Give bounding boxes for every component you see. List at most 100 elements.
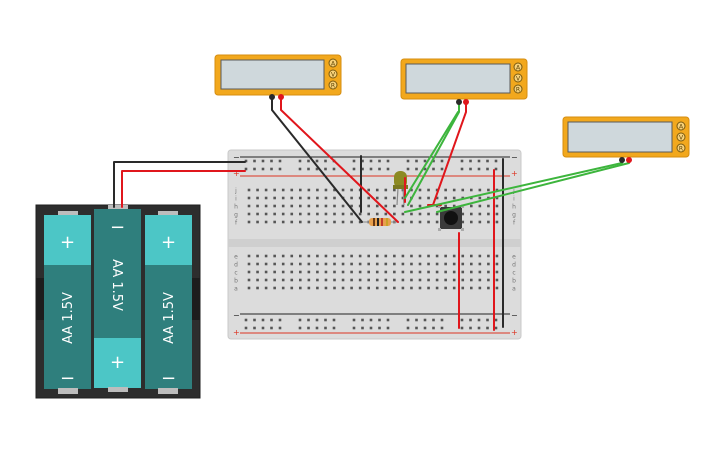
breadboard-hole[interactable] [410, 212, 413, 216]
breadboard-hole[interactable] [427, 262, 430, 266]
breadboard-hole[interactable] [247, 212, 251, 216]
breadboard-hole[interactable] [333, 270, 336, 274]
multimeter-3-plus-port[interactable] [626, 157, 632, 163]
breadboard-hole[interactable] [378, 159, 381, 163]
breadboard-hole[interactable] [324, 188, 328, 192]
breadboard-hole[interactable] [432, 318, 435, 322]
breadboard-hole[interactable] [264, 278, 268, 282]
breadboard-hole[interactable] [495, 278, 499, 282]
breadboard-hole[interactable] [307, 254, 311, 258]
breadboard-hole[interactable] [324, 318, 327, 322]
breadboard-hole[interactable] [358, 278, 362, 282]
breadboard-hole[interactable] [478, 196, 482, 200]
breadboard-hole[interactable] [418, 204, 422, 208]
multimeter-3-com-port[interactable] [619, 157, 625, 163]
breadboard-hole[interactable] [350, 212, 353, 216]
pushbutton[interactable] [438, 205, 464, 231]
breadboard-hole[interactable] [495, 254, 499, 258]
breadboard-hole[interactable] [352, 159, 356, 163]
multimeter-1-com-port[interactable] [269, 94, 275, 100]
breadboard-hole[interactable] [333, 220, 336, 224]
breadboard-hole[interactable] [299, 278, 302, 282]
breadboard-hole[interactable] [350, 278, 353, 282]
breadboard-hole[interactable] [270, 326, 273, 330]
breadboard-hole[interactable] [333, 212, 336, 216]
breadboard-hole[interactable] [461, 286, 465, 290]
breadboard-hole[interactable] [256, 212, 259, 216]
breadboard-hole[interactable] [478, 254, 482, 258]
breadboard-hole[interactable] [358, 262, 362, 266]
breadboard-hole[interactable] [386, 318, 390, 322]
breadboard-hole[interactable] [278, 167, 282, 171]
breadboard-hole[interactable] [418, 212, 422, 216]
multimeter-2[interactable]: A V R [400, 58, 528, 105]
breadboard-hole[interactable] [316, 286, 319, 290]
breadboard-hole[interactable] [384, 196, 388, 200]
breadboard-hole[interactable] [440, 159, 444, 163]
breadboard-hole[interactable] [427, 188, 430, 192]
breadboard-hole[interactable] [435, 254, 439, 258]
breadboard-hole[interactable] [290, 270, 294, 274]
breadboard-hole[interactable] [478, 220, 482, 224]
breadboard-hole[interactable] [427, 278, 430, 282]
breadboard-hole[interactable] [452, 270, 456, 274]
breadboard-hole[interactable] [247, 278, 251, 282]
breadboard-hole[interactable] [324, 254, 328, 258]
breadboard-hole[interactable] [487, 254, 490, 258]
breadboard-hole[interactable] [410, 278, 413, 282]
breadboard-hole[interactable] [333, 278, 336, 282]
breadboard-hole[interactable] [410, 254, 413, 258]
breadboard-hole[interactable] [256, 286, 259, 290]
breadboard-hole[interactable] [307, 318, 310, 322]
breadboard-hole[interactable] [333, 204, 336, 208]
breadboard-hole[interactable] [470, 220, 473, 224]
breadboard-hole[interactable] [470, 270, 473, 274]
breadboard-hole[interactable] [435, 262, 439, 266]
breadboard-hole[interactable] [332, 167, 336, 171]
breadboard-hole[interactable] [384, 212, 388, 216]
breadboard-hole[interactable] [358, 212, 362, 216]
breadboard-hole[interactable] [495, 212, 499, 216]
breadboard-hole[interactable] [247, 254, 251, 258]
breadboard-hole[interactable] [350, 254, 353, 258]
breadboard-hole[interactable] [273, 204, 276, 208]
breadboard-hole[interactable] [253, 159, 256, 163]
breadboard-hole[interactable] [386, 326, 390, 330]
breadboard-hole[interactable] [469, 326, 472, 330]
breadboard-hole[interactable] [418, 286, 422, 290]
breadboard-hole[interactable] [410, 220, 413, 224]
breadboard-hole[interactable] [410, 262, 413, 266]
breadboard-hole[interactable] [316, 212, 319, 216]
breadboard-hole[interactable] [401, 212, 405, 216]
breadboard-hole[interactable] [367, 254, 370, 258]
breadboard-hole[interactable] [440, 318, 444, 322]
breadboard-hole[interactable] [358, 270, 362, 274]
breadboard-hole[interactable] [469, 159, 472, 163]
breadboard-hole[interactable] [427, 270, 430, 274]
breadboard-hole[interactable] [461, 220, 465, 224]
breadboard-hole[interactable] [406, 159, 410, 163]
breadboard-hole[interactable] [341, 212, 345, 216]
breadboard-hole[interactable] [307, 220, 311, 224]
breadboard-hole[interactable] [315, 326, 319, 330]
breadboard-hole[interactable] [270, 159, 273, 163]
breadboard-hole[interactable] [341, 254, 345, 258]
breadboard-hole[interactable] [423, 326, 427, 330]
breadboard-hole[interactable] [256, 270, 259, 274]
breadboard-hole[interactable] [352, 326, 356, 330]
breadboard-hole[interactable] [324, 278, 328, 282]
breadboard-hole[interactable] [324, 326, 327, 330]
breadboard-hole[interactable] [367, 188, 370, 192]
breadboard-hole[interactable] [378, 167, 381, 171]
breadboard-hole[interactable] [444, 262, 447, 266]
breadboard-hole[interactable] [415, 318, 418, 322]
multimeter-2-plus-port[interactable] [463, 99, 469, 105]
breadboard-hole[interactable] [299, 286, 302, 290]
breadboard-hole[interactable] [494, 159, 498, 163]
breadboard-hole[interactable] [432, 159, 435, 163]
breadboard-hole[interactable] [352, 167, 356, 171]
breadboard-hole[interactable] [278, 318, 282, 322]
breadboard-hole[interactable] [270, 167, 273, 171]
breadboard-hole[interactable] [418, 262, 422, 266]
